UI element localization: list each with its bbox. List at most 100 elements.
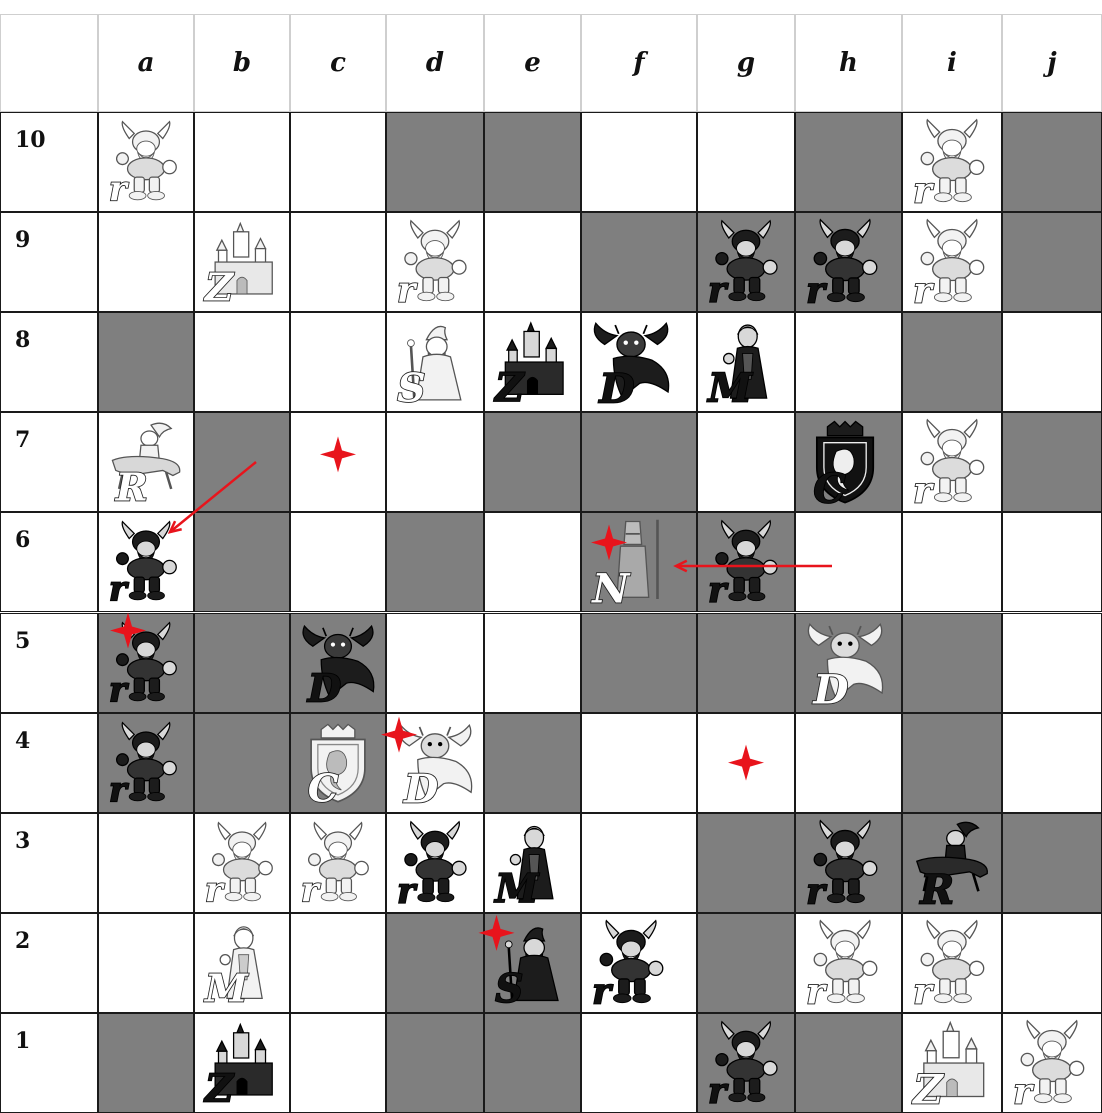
square-f9[interactable] <box>581 212 697 312</box>
viking-piece-b3[interactable]: r <box>200 819 284 907</box>
square-j9[interactable] <box>1002 212 1102 312</box>
square-g2[interactable] <box>697 913 795 1013</box>
square-i6[interactable] <box>902 512 1002 612</box>
castle-piece-e8[interactable]: Z <box>490 318 575 406</box>
square-h4[interactable] <box>795 713 902 813</box>
viking-piece-i9[interactable]: r <box>908 218 996 306</box>
square-j8[interactable] <box>1002 312 1102 412</box>
square-a8[interactable] <box>98 312 194 412</box>
square-a1[interactable] <box>98 1013 194 1113</box>
rider-piece-i3[interactable]: R <box>908 819 996 907</box>
square-e1[interactable] <box>484 1013 581 1113</box>
castle-piece-b9[interactable]: Z <box>200 218 284 306</box>
square-e10[interactable] <box>484 112 581 212</box>
mage-piece-e3[interactable]: M <box>490 819 575 907</box>
square-b10[interactable] <box>194 112 290 212</box>
viking-piece-h9[interactable]: r <box>801 218 889 306</box>
square-c10[interactable] <box>290 112 386 212</box>
square-h1[interactable] <box>795 1013 902 1113</box>
wizard-piece-e2[interactable]: S <box>490 919 575 1007</box>
viking-piece-h2[interactable]: r <box>801 919 889 1007</box>
square-h6[interactable] <box>795 512 902 612</box>
knight-piece-f6[interactable]: N <box>587 518 675 606</box>
square-d1[interactable] <box>386 1013 484 1113</box>
wizard-piece-d8[interactable]: S <box>392 318 478 406</box>
square-j10[interactable] <box>1002 112 1102 212</box>
square-d6[interactable] <box>386 512 484 612</box>
square-j7[interactable] <box>1002 412 1102 512</box>
square-b4[interactable] <box>194 713 290 813</box>
square-g10[interactable] <box>697 112 795 212</box>
square-j6[interactable] <box>1002 512 1102 612</box>
square-c7[interactable] <box>290 412 386 512</box>
viking-piece-c3[interactable]: r <box>296 819 380 907</box>
square-i5[interactable] <box>902 613 1002 713</box>
square-e4[interactable] <box>484 713 581 813</box>
square-i4[interactable] <box>902 713 1002 813</box>
dragon-piece-f8[interactable]: D <box>587 318 675 406</box>
viking-piece-d9[interactable]: r <box>392 218 478 306</box>
viking-piece-d3[interactable]: r <box>392 819 478 907</box>
square-i8[interactable] <box>902 312 1002 412</box>
square-g5[interactable] <box>697 613 795 713</box>
square-e7[interactable] <box>484 412 581 512</box>
square-e6[interactable] <box>484 512 581 612</box>
square-a3[interactable] <box>98 813 194 913</box>
viking-piece-a4[interactable]: r <box>104 719 188 807</box>
square-h10[interactable] <box>795 112 902 212</box>
crest-piece-h7[interactable]: C <box>801 418 889 506</box>
square-f1[interactable] <box>581 1013 697 1113</box>
mage-piece-b2[interactable]: M <box>200 919 284 1007</box>
square-b8[interactable] <box>194 312 290 412</box>
crest-piece-c4[interactable]: C <box>296 719 380 807</box>
dragon-piece-c5[interactable]: D <box>296 619 380 707</box>
square-e5[interactable] <box>484 613 581 713</box>
dragon-piece-d4[interactable]: D <box>392 719 478 807</box>
square-f10[interactable] <box>581 112 697 212</box>
square-c2[interactable] <box>290 913 386 1013</box>
square-c9[interactable] <box>290 212 386 312</box>
viking-piece-g1[interactable]: r <box>703 1019 789 1107</box>
square-j2[interactable] <box>1002 913 1102 1013</box>
square-c8[interactable] <box>290 312 386 412</box>
viking-piece-a5[interactable]: r <box>104 619 188 707</box>
castle-piece-b1[interactable]: Z <box>200 1019 284 1107</box>
square-f3[interactable] <box>581 813 697 913</box>
viking-piece-g9[interactable]: r <box>703 218 789 306</box>
square-h8[interactable] <box>795 312 902 412</box>
square-e9[interactable] <box>484 212 581 312</box>
square-g7[interactable] <box>697 412 795 512</box>
square-c6[interactable] <box>290 512 386 612</box>
square-d5[interactable] <box>386 613 484 713</box>
square-b7[interactable] <box>194 412 290 512</box>
dragon-piece-h5[interactable]: D <box>801 619 889 707</box>
viking-piece-j1[interactable]: r <box>1008 1019 1096 1107</box>
square-d10[interactable] <box>386 112 484 212</box>
square-a9[interactable] <box>98 212 194 312</box>
viking-piece-h3[interactable]: r <box>801 819 889 907</box>
square-f5[interactable] <box>581 613 697 713</box>
viking-piece-a10[interactable]: r <box>104 118 188 206</box>
square-c1[interactable] <box>290 1013 386 1113</box>
viking-piece-i10[interactable]: r <box>908 118 996 206</box>
viking-piece-g6[interactable]: r <box>703 518 789 606</box>
viking-piece-a6[interactable]: r <box>104 518 188 606</box>
square-a2[interactable] <box>98 913 194 1013</box>
square-d7[interactable] <box>386 412 484 512</box>
square-g3[interactable] <box>697 813 795 913</box>
square-d2[interactable] <box>386 913 484 1013</box>
mage-piece-g8[interactable]: M <box>703 318 789 406</box>
castle-piece-i1[interactable]: Z <box>908 1019 996 1107</box>
square-j3[interactable] <box>1002 813 1102 913</box>
square-b5[interactable] <box>194 613 290 713</box>
viking-piece-i7[interactable]: r <box>908 418 996 506</box>
rider-piece-a7[interactable]: R <box>104 418 188 506</box>
square-f7[interactable] <box>581 412 697 512</box>
square-f4[interactable] <box>581 713 697 813</box>
viking-piece-i2[interactable]: r <box>908 919 996 1007</box>
viking-piece-f2[interactable]: r <box>587 919 675 1007</box>
square-j5[interactable] <box>1002 613 1102 713</box>
square-b6[interactable] <box>194 512 290 612</box>
square-g4[interactable] <box>697 713 795 813</box>
square-j4[interactable] <box>1002 713 1102 813</box>
